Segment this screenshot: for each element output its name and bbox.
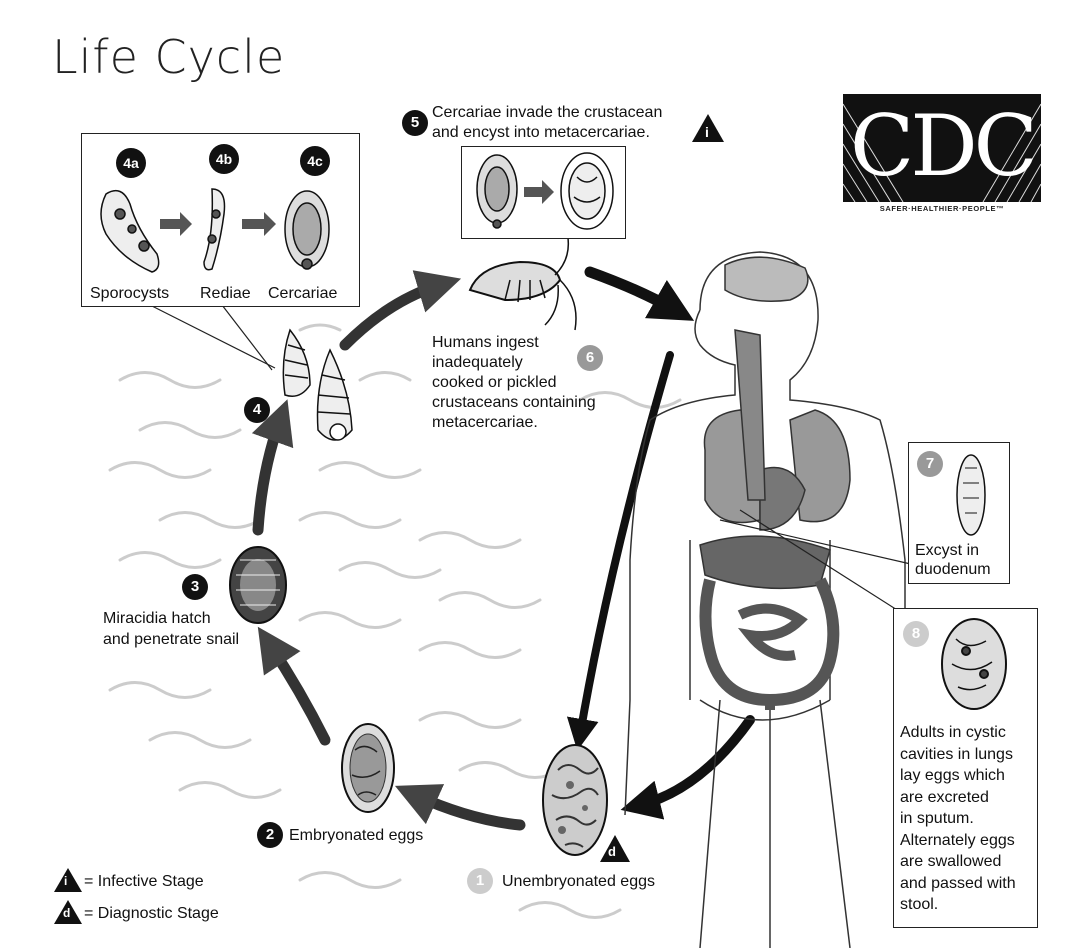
cdc-logo-text: CDC [850,97,1038,195]
cycle-arrows [251,266,755,831]
diagnostic-marker-glyph: d [608,844,616,859]
stage-7-badge: 7 [917,451,943,477]
stage-3-badge: 3 [182,574,208,600]
snail-illustration [282,328,353,441]
human-body [624,251,916,948]
arrow-5-internal [524,180,554,204]
stage-8-label-line: Adults in cystic [900,724,1006,741]
stage-5-label-line1: Cercariae invade the crustacean [432,104,663,121]
stage-5-label-line2: and encyst into metacercariae. [432,124,650,141]
stage-4b-badge: 4b [209,144,239,174]
stage-8-badge: 8 [903,621,929,647]
stage-8-label-line: lay eggs which [900,767,1005,784]
stage-4c-label: Cercariae [268,285,338,302]
cercaria-illustration [284,190,330,270]
stage-2-badge: 2 [257,822,283,848]
stage-6-label-line: crustaceans containing [432,394,596,411]
stage-3-label: Miracidia hatch and penetrate snail [103,608,239,650]
stage-6-badge: 6 [577,345,603,371]
stage-8-label-line: Alternately eggs [900,831,1015,849]
snail-stages-box: 4a 4b 4c Sporocysts Rediae Cercariae [81,133,360,307]
legend-diagnostic-glyph: d [63,906,71,920]
stage-5-badge: 5 [402,110,428,136]
stage-6-label: Humans ingest inadequately cooked or pic… [432,333,596,433]
crustacean-illustration [468,224,577,331]
cdc-logo: CDC SAFER·HEALTHIER·PEOPLE™ [843,94,1041,216]
stage-8-label: Adults in cystic cavities in lungs lay e… [900,722,1016,916]
water-waves [108,323,682,919]
egg-embryonated-illustration [341,723,395,813]
duodenum-box: 7 Excyst in duodenum [908,442,1010,584]
arrow-4a-4b [160,212,192,236]
stage-1-label: Unembryonated eggs [502,873,655,890]
legend-infective-label: = Infective Stage [84,873,204,890]
stage-6-label-line: cooked or pickled [432,374,557,391]
legend-infective-glyph: i [64,874,68,888]
stage-7-label: Excyst in duodenum [915,541,991,579]
cdc-tagline: SAFER·HEALTHIER·PEOPLE™ [879,204,1005,213]
stage-6-label-line: inadequately [432,354,523,371]
stage-8-label-line: are excreted [900,788,989,806]
infective-marker-glyph: i [705,124,709,140]
stage-7-label-line: Excyst in [915,542,980,559]
stage-4b-label: Rediae [200,285,251,302]
egg-unembryonated-illustration [542,744,608,856]
stage-4-badge: 4 [244,397,270,423]
stage-3-label-line2: and penetrate snail [103,631,240,648]
stage-8-label-line: cavities in lungs [900,745,1013,763]
stage-8-label-line: in sputum. [900,810,974,827]
legend: i d = Infective Stage = Diagnostic Stage [52,868,302,928]
arrow-4b-4c [242,212,276,236]
metacercaria-illustration [560,152,614,230]
cercaria-small-illustration [476,154,518,229]
stage-8-label-line: stool. [900,896,939,913]
metacercariae-box [461,146,626,239]
stage-4a-badge: 4a [116,148,146,178]
sporocyst-illustration [100,189,160,273]
stage-2-label: Embryonated eggs [289,827,424,844]
legend-triangles [54,868,82,924]
adult-fluke-illustration [941,618,1007,710]
stage-1-badge: 1 [467,868,493,894]
legend-diagnostic-label: = Diagnostic Stage [84,905,219,922]
excysted-fluke-illustration [956,454,986,536]
diagnostic-stage-marker [600,835,630,862]
stage-4a-label: Sporocysts [90,285,170,302]
leader-lines [149,304,916,616]
page-title: Life Cycle [52,30,286,84]
rediae-illustration [203,188,226,271]
stage-6-label-line: metacercariae. [432,414,538,431]
miracidium-illustration [229,546,287,624]
stage-8-label-line: and passed with [900,874,1016,892]
stage-7-label-line: duodenum [915,561,991,578]
stage-6-label-line: Humans ingest [432,334,539,351]
stage-3-label-line1: Miracidia hatch [103,610,211,627]
stage-4c-badge: 4c [300,146,330,176]
infective-stage-marker [692,114,724,142]
stage-5-label: Cercariae invade the crustacean and ency… [432,103,662,143]
stage-8-label-line: are swallowed [900,853,1002,870]
adult-fluke-box: 8 Adults in cystic cavities in lungs lay… [893,608,1038,928]
